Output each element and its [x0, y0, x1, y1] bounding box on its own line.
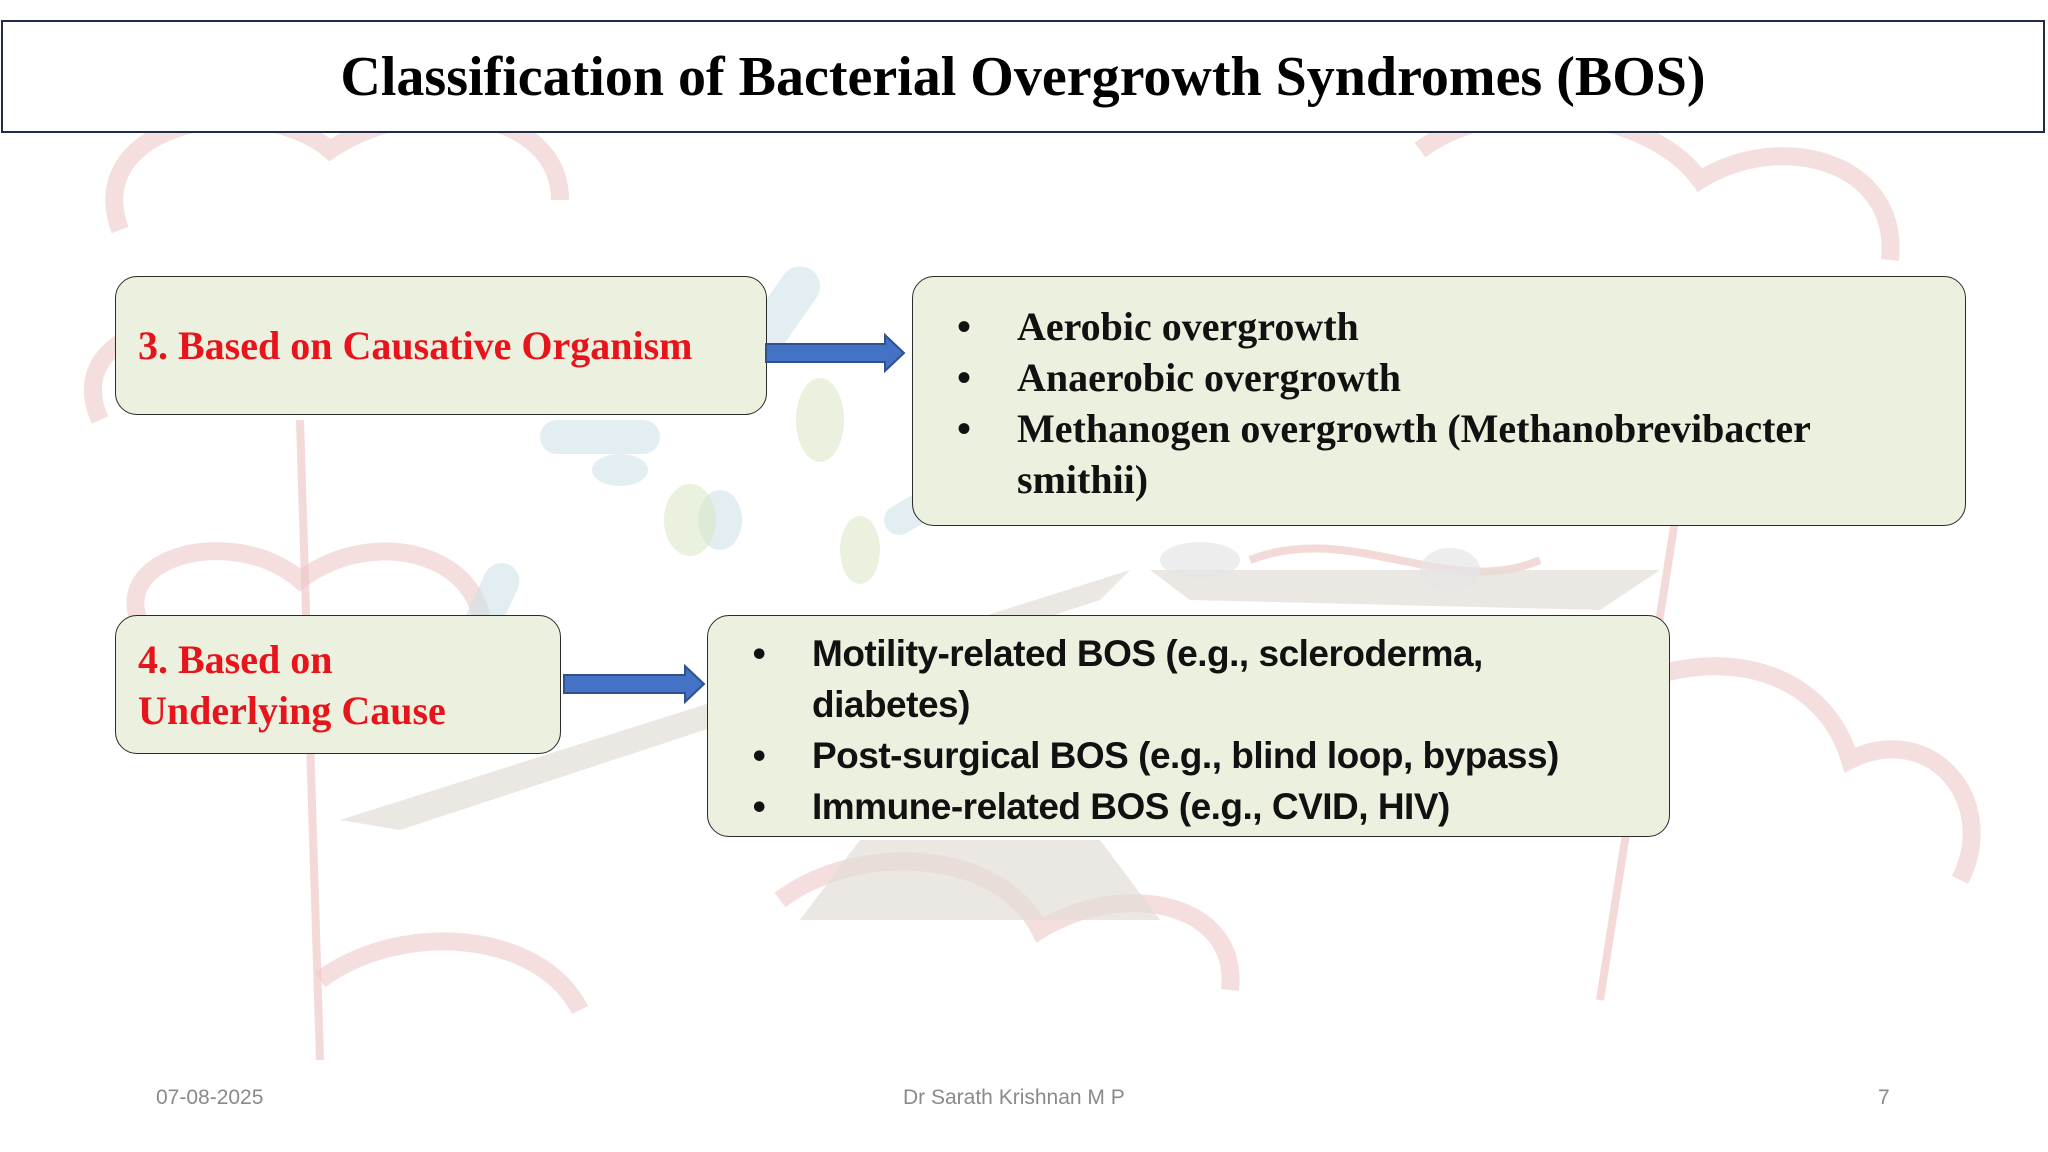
bullet-icon: •	[752, 633, 766, 674]
bullet-icon: •	[956, 355, 971, 400]
section-4-items-box: • Motility-related BOS (e.g., scleroderm…	[707, 615, 1670, 837]
list-item: • Post-surgical BOS (e.g., blind loop, b…	[728, 730, 1649, 781]
list-item: • Motility-related BOS (e.g., scleroderm…	[728, 628, 1649, 730]
bullet-icon: •	[956, 406, 971, 451]
bullet-icon: •	[752, 786, 766, 827]
section-4-label-line-2: Underlying Cause	[138, 687, 446, 733]
footer-author: Dr Sarath Krishnan M P	[903, 1086, 1125, 1109]
list-item-text: Post-surgical BOS (e.g., blind loop, byp…	[812, 735, 1559, 776]
section-3-arrow	[765, 333, 906, 373]
list-item: • Immune-related BOS (e.g., CVID, HIV)	[728, 781, 1649, 832]
section-3-list: • Aerobic overgrowth • Anaerobic overgro…	[933, 301, 1945, 505]
section-4-list: • Motility-related BOS (e.g., scleroderm…	[728, 628, 1649, 832]
section-4-label-box: 4. Based on Underlying Cause	[115, 615, 561, 754]
section-4-label: 4. Based on Underlying Cause	[138, 634, 446, 736]
title-bar: Classification of Bacterial Overgrowth S…	[1, 20, 2045, 133]
list-item: • Aerobic overgrowth	[933, 301, 1945, 352]
section-3-label-box: 3. Based on Causative Organism	[115, 276, 767, 415]
list-item-text: Aerobic overgrowth	[1017, 304, 1359, 349]
bullet-icon: •	[752, 735, 766, 776]
section-3-items-box: • Aerobic overgrowth • Anaerobic overgro…	[912, 276, 1966, 526]
footer-date: 07-08-2025	[156, 1086, 264, 1109]
list-item-text: Methanogen overgrowth (Methanobrevibacte…	[1017, 406, 1811, 502]
bullet-icon: •	[956, 304, 971, 349]
section-3-label: 3. Based on Causative Organism	[138, 323, 693, 368]
list-item-text: Immune-related BOS (e.g., CVID, HIV)	[812, 786, 1450, 827]
section-4-label-line-1: 4. Based on	[138, 636, 333, 682]
list-item: • Anaerobic overgrowth	[933, 352, 1945, 403]
section-4-arrow	[563, 664, 706, 704]
slide-title: Classification of Bacterial Overgrowth S…	[340, 45, 1706, 108]
list-item-text: Anaerobic overgrowth	[1017, 355, 1402, 400]
list-item: • Methanogen overgrowth (Methanobrevibac…	[933, 403, 1945, 505]
footer-page-number: 7	[1878, 1086, 1890, 1109]
list-item-text: Motility-related BOS (e.g., scleroderma,…	[812, 633, 1483, 725]
